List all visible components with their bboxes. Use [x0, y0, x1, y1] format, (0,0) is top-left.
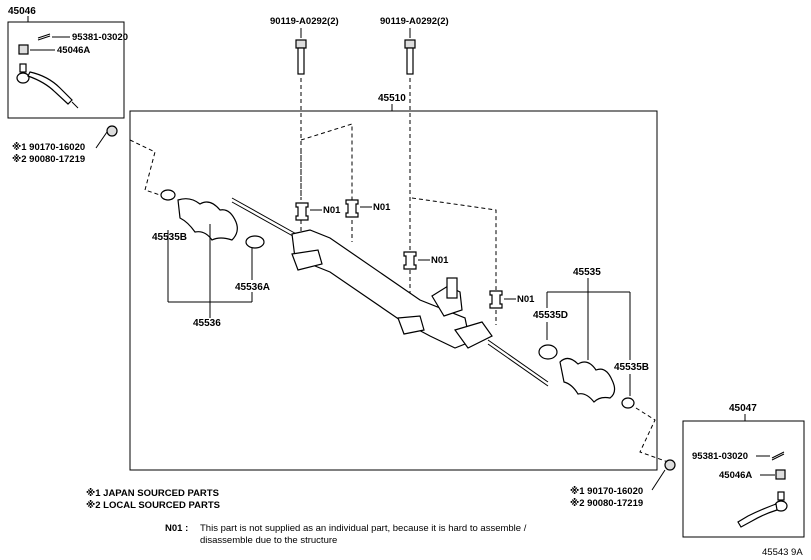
- part-number-45535B-right[interactable]: 45535B: [614, 362, 649, 373]
- part-number-95381-03020-left[interactable]: 95381-03020: [72, 32, 128, 43]
- tie-rod-end-left-icon: [16, 63, 79, 109]
- legend-local-sourced: ※2 LOCAL SOURCED PARTS: [86, 500, 220, 511]
- footnote-line-2: disassemble due to the structure: [200, 535, 337, 546]
- lock-nut-right-group: ※1 90170-16020 ※2 90080-17219: [570, 407, 676, 509]
- part-number-45536[interactable]: 45536: [193, 318, 221, 329]
- bushing-icon: [403, 251, 417, 270]
- tie-rod-end-right-box: [682, 420, 805, 538]
- bushing-icon: [345, 199, 359, 218]
- boot-left-icon: [177, 198, 238, 241]
- lock-nut-left-group: ※1 90170-16020 ※2 90080-17219: [12, 125, 161, 196]
- clamp-left-b-icon: [160, 189, 176, 201]
- gear-assembly-group: 45510: [129, 93, 658, 471]
- footnote-code: N01 :: [165, 523, 188, 534]
- figure-id: 45543 9A: [762, 547, 803, 558]
- castle-nut-right-icon: [775, 469, 786, 480]
- part-number-45047[interactable]: 45047: [729, 403, 757, 414]
- part-number-45046A-right[interactable]: 45046A: [719, 470, 752, 481]
- bushing-n01-1: N01: [295, 202, 341, 221]
- clamp-right-d-icon: [538, 344, 558, 360]
- bolt-left-group: 90119-A0292(2): [270, 16, 339, 200]
- lock-nut-right-icon: [664, 459, 676, 471]
- tie-rod-end-right-group: 45047 95381-03020 45046A: [682, 403, 805, 538]
- bushing-n01-2: N01: [345, 199, 391, 218]
- bolt-left-icon: [295, 39, 307, 75]
- part-number-90080-17219-left[interactable]: ※2 90080-17219: [12, 154, 85, 165]
- tie-rod-end-left-group: 45046 95381-03020 45046A: [7, 6, 128, 119]
- castle-nut-left-icon: [18, 44, 29, 55]
- part-number-45535[interactable]: 45535: [573, 267, 601, 278]
- n01-label-4[interactable]: N01: [517, 294, 535, 305]
- lock-nut-left-icon: [106, 125, 118, 137]
- gear-assembly-box: [129, 110, 658, 471]
- part-number-95381-03020-right[interactable]: 95381-03020: [692, 451, 748, 462]
- n01-label-1[interactable]: N01: [323, 205, 341, 216]
- n01-label-3[interactable]: N01: [431, 255, 449, 266]
- part-number-90119-A0292-right[interactable]: 90119-A0292(2): [380, 16, 449, 27]
- bolt-right-group: 90119-A0292(2): [380, 16, 449, 250]
- cotter-pin-left-icon: [37, 33, 51, 39]
- footnote-line-1: This part is not supplied as an individu…: [200, 523, 527, 534]
- bushing-n01-3: N01: [403, 251, 449, 270]
- boot-right-icon: [559, 357, 616, 403]
- part-number-45510[interactable]: 45510: [378, 93, 406, 104]
- part-number-90170-16020-right[interactable]: ※1 90170-16020: [570, 486, 643, 497]
- part-number-45046[interactable]: 45046: [8, 6, 36, 17]
- part-number-45536A[interactable]: 45536A: [235, 282, 270, 293]
- steering-rack-housing-icon: [231, 197, 549, 387]
- cotter-pin-right-icon: [771, 451, 785, 459]
- clamp-right-b-icon: [621, 397, 635, 409]
- tie-rod-end-left-box: [7, 21, 125, 119]
- bushing-n01-4: N01: [489, 290, 535, 309]
- part-number-90119-A0292-left[interactable]: 90119-A0292(2): [270, 16, 339, 27]
- clamp-left-a-icon: [245, 235, 265, 249]
- boot-right-group: 45535 45535D 45535B: [533, 267, 649, 409]
- part-number-45046A-left[interactable]: 45046A: [57, 45, 90, 56]
- part-number-45535D[interactable]: 45535D: [533, 310, 568, 321]
- bushing-icon: [489, 290, 503, 309]
- tie-rod-end-right-icon: [737, 491, 788, 528]
- boot-left-group: 45535B 45536A 45536: [152, 189, 270, 329]
- bolt-right-icon: [404, 39, 416, 75]
- n01-label-2[interactable]: N01: [373, 202, 391, 213]
- part-number-90080-17219-right[interactable]: ※2 90080-17219: [570, 498, 643, 509]
- part-number-45535B-left[interactable]: 45535B: [152, 232, 187, 243]
- bushing-icon: [295, 202, 309, 221]
- part-number-90170-16020-left[interactable]: ※1 90170-16020: [12, 142, 85, 153]
- inner-tie-rod-left: [231, 197, 301, 237]
- inner-tie-rod-right: [487, 339, 549, 383]
- legend-japan-sourced: ※1 JAPAN SOURCED PARTS: [86, 488, 219, 499]
